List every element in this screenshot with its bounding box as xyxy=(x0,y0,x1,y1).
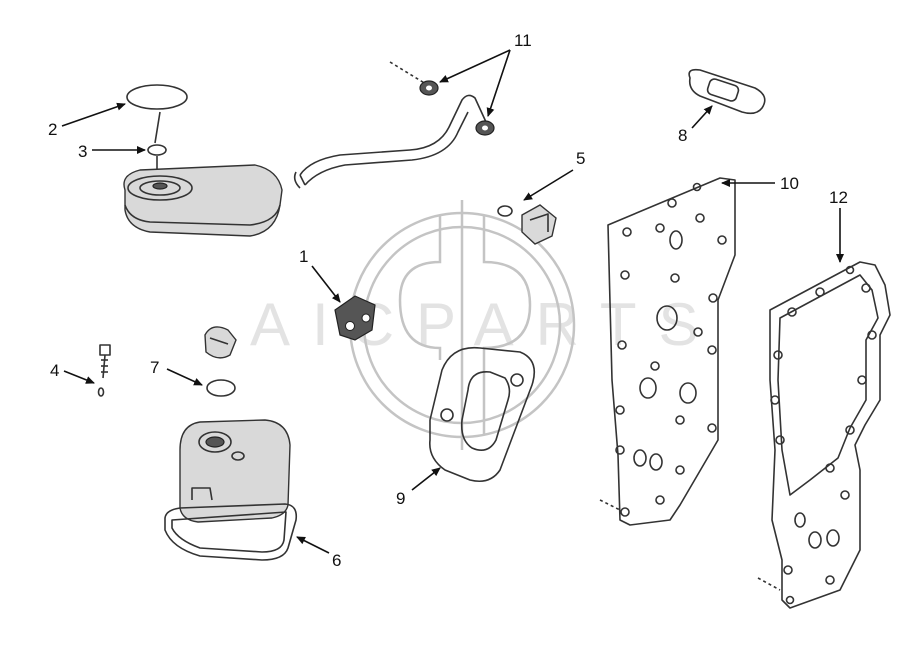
leader-9 xyxy=(411,467,441,491)
callout-labels: 1 2 3 4 5 6 7 8 9 10 11 12 xyxy=(48,31,848,570)
callout-12: 12 xyxy=(829,188,848,207)
leader-1 xyxy=(311,265,341,303)
drain-plug xyxy=(497,204,557,245)
leader-4 xyxy=(63,370,95,384)
filler-cap xyxy=(204,326,237,359)
oil-tube-with-washers xyxy=(293,61,495,189)
leader-11a xyxy=(439,49,511,83)
callout-9: 9 xyxy=(396,489,405,508)
screw xyxy=(97,344,111,397)
leader-6 xyxy=(296,536,330,554)
leader-5 xyxy=(523,169,574,201)
leader-8 xyxy=(691,105,713,129)
mounting-gasket xyxy=(428,346,536,483)
callout-6: 6 xyxy=(332,551,341,570)
bracket xyxy=(334,295,376,341)
cooler-gasket-plate xyxy=(599,177,736,526)
small-gasket xyxy=(688,68,766,115)
o-ring-large xyxy=(126,84,188,144)
filter-head-cover xyxy=(123,164,283,237)
leader-11b xyxy=(486,49,511,117)
cooler-gasket-outline xyxy=(757,261,891,609)
filter-housing xyxy=(164,419,298,561)
callout-3: 3 xyxy=(78,142,87,161)
leader-7 xyxy=(166,368,203,386)
callout-8: 8 xyxy=(678,126,687,145)
leader-2 xyxy=(61,102,126,127)
callout-4: 4 xyxy=(50,361,59,380)
callout-2: 2 xyxy=(48,120,57,139)
callout-1: 1 xyxy=(299,247,308,266)
callout-10: 10 xyxy=(780,174,799,193)
watermark-logo: AICPARTS xyxy=(250,200,721,450)
leader-lines xyxy=(61,49,844,554)
callout-11: 11 xyxy=(514,31,532,50)
callout-7: 7 xyxy=(150,358,159,377)
cap-seal xyxy=(206,379,236,397)
callout-5: 5 xyxy=(576,149,585,168)
watermark-text: AICPARTS xyxy=(250,291,721,358)
